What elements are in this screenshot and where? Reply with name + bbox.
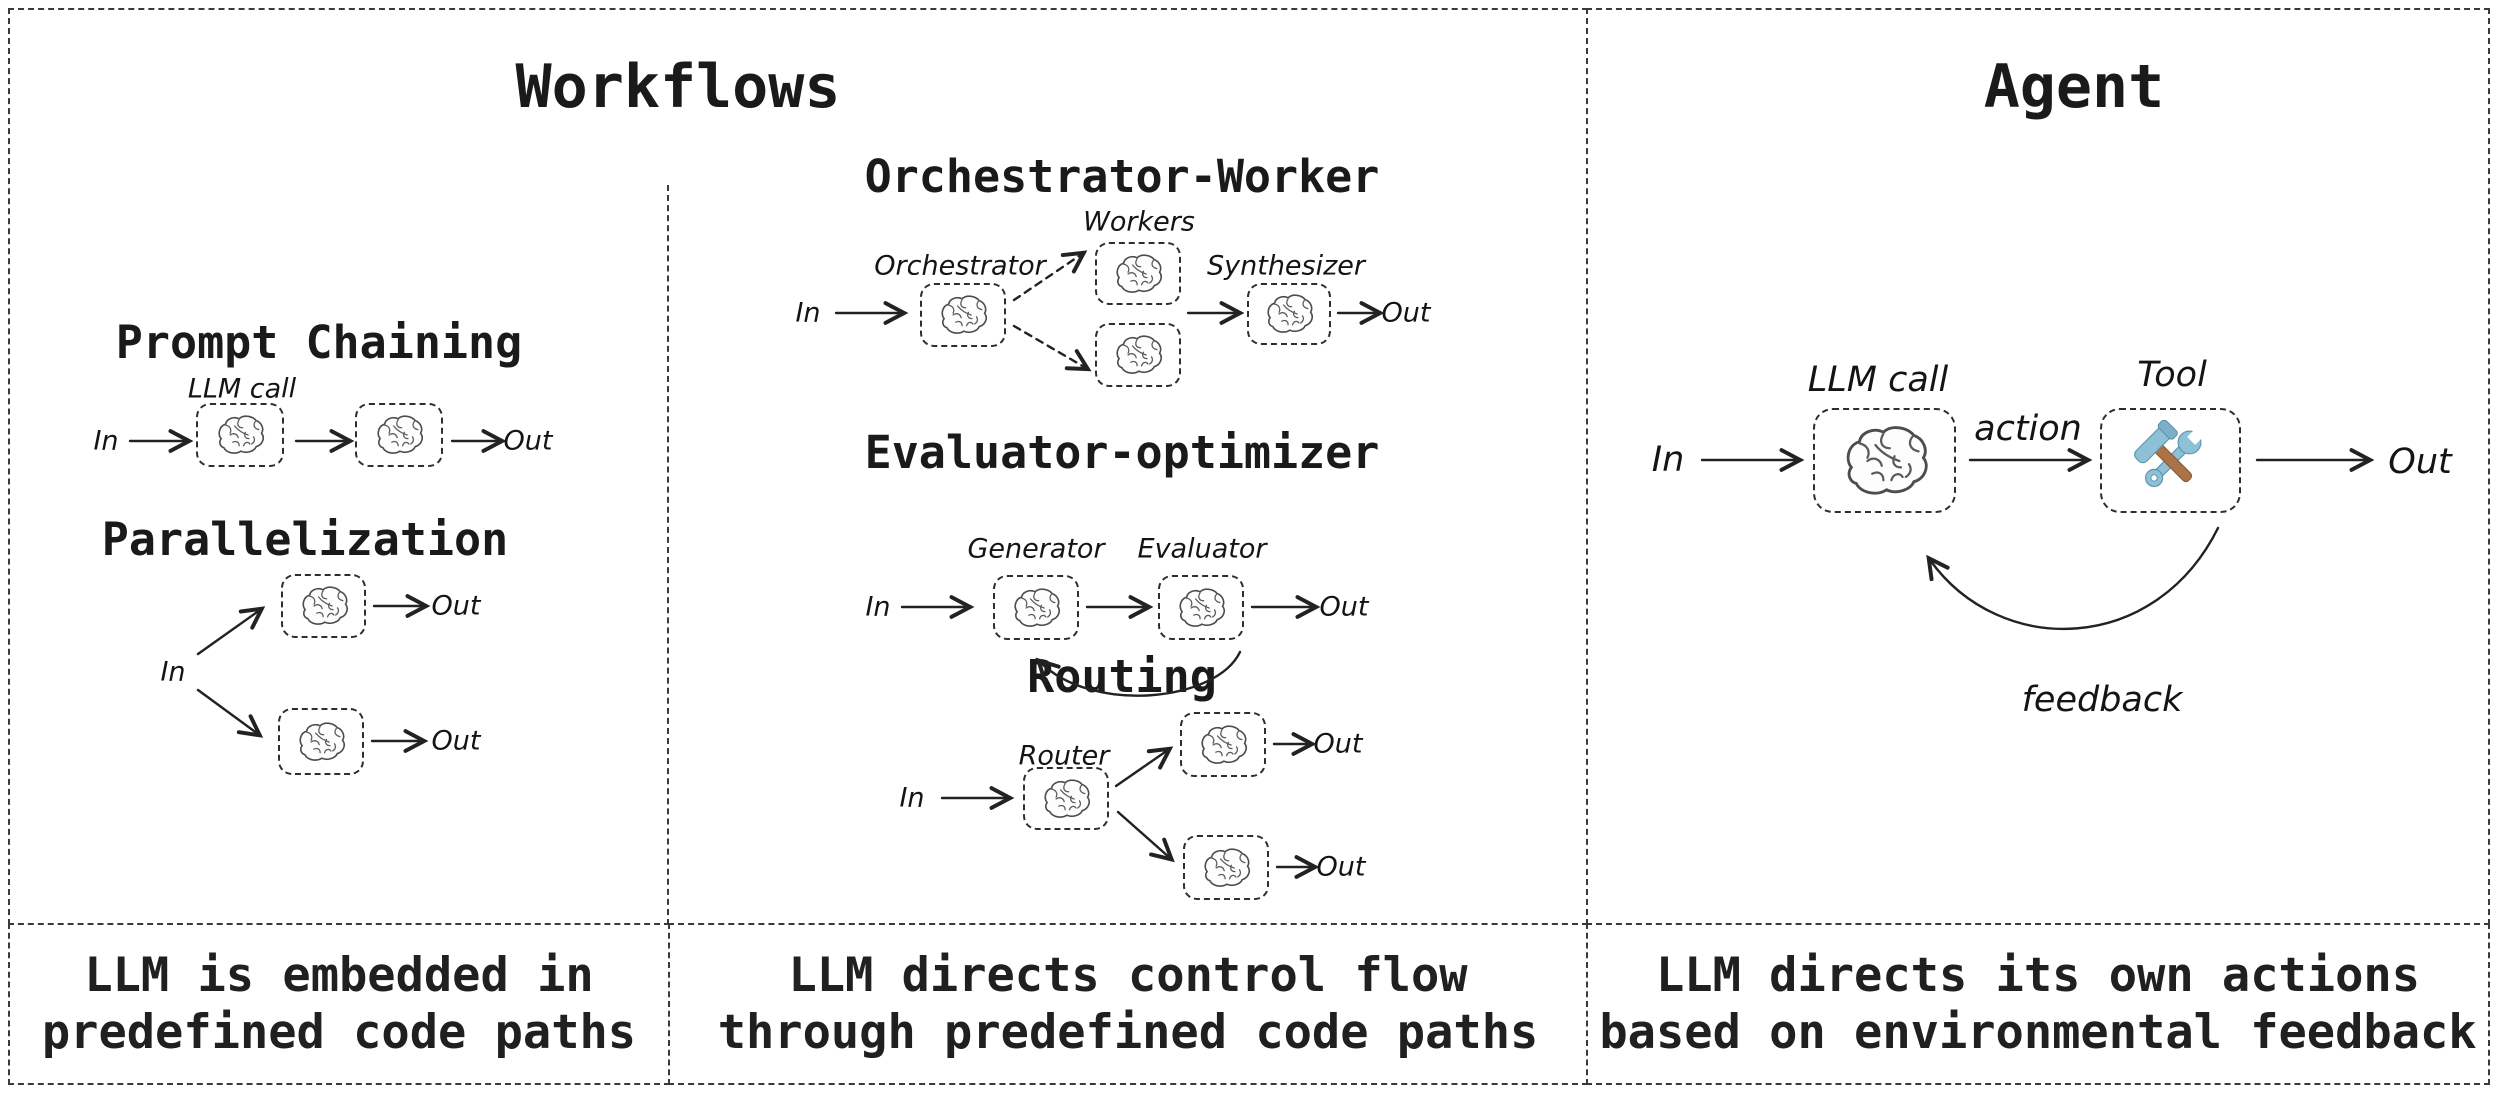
router-label: Router	[1018, 740, 1110, 772]
orchestrator-box	[920, 283, 1006, 347]
route-target-box	[1183, 835, 1269, 900]
out-label: Out	[1313, 728, 1363, 760]
brain-icon	[1204, 847, 1251, 887]
out-label: Out	[1319, 591, 1369, 623]
workers-label: Workers	[1083, 206, 1195, 238]
brain-icon	[1267, 294, 1314, 333]
generator-label: Generator	[967, 533, 1105, 565]
agent-llm-call-box	[1813, 408, 1956, 513]
llm-call-label: LLM call	[187, 373, 297, 405]
evaluator-optimizer-heading: Evaluator-optimizer	[864, 426, 1380, 479]
llm-call-box	[281, 574, 366, 638]
caption-text: through predefined code paths	[717, 1005, 1539, 1060]
hammer-wrench-icon	[2129, 419, 2209, 496]
evaluator-box	[1158, 575, 1244, 640]
parallelization-heading: Parallelization	[101, 513, 509, 566]
out-label: Out	[431, 590, 481, 622]
out-label: Out	[1316, 851, 1366, 883]
brain-icon	[1201, 724, 1248, 764]
caption-text: LLM directs control flow	[788, 948, 1468, 1003]
out-label: Out	[503, 425, 553, 457]
caption-text: predefined code paths	[41, 1005, 637, 1060]
brain-icon	[1044, 778, 1091, 818]
llm-call-box	[278, 708, 364, 775]
brain-icon	[218, 415, 265, 454]
caption-text: based on environmental feedback	[1599, 1005, 2477, 1060]
brain-icon	[941, 295, 988, 334]
in-label: In	[795, 297, 821, 329]
routing-heading: Routing	[1027, 650, 1217, 703]
brain-icon	[1846, 425, 1928, 495]
synthesizer-box	[1247, 283, 1331, 345]
agent-panel	[1586, 8, 2490, 925]
brain-icon	[301, 586, 348, 625]
worker-box	[1095, 323, 1181, 387]
worker-box	[1095, 242, 1181, 305]
llm-call-box	[196, 403, 284, 467]
synthesizer-label: Synthesizer	[1207, 250, 1365, 282]
brain-icon	[1116, 335, 1163, 374]
caption-workflows-left: LLM is embedded in predefined code paths	[8, 923, 670, 1085]
in-label: In	[1651, 440, 1685, 480]
evaluator-label: Evaluator	[1137, 533, 1267, 565]
route-target-box	[1180, 712, 1266, 777]
brain-icon	[1014, 587, 1061, 627]
brain-icon	[1116, 253, 1163, 293]
workflows-title: Workflows	[515, 52, 841, 122]
caption-agent: LLM directs its own actions based on env…	[1586, 923, 2490, 1085]
in-label: In	[160, 656, 186, 688]
action-label: action	[1974, 409, 2082, 449]
prompt-chaining-heading: Prompt Chaining	[115, 316, 523, 369]
orchestrator-label: Orchestrator	[874, 250, 1046, 282]
in-label: In	[865, 591, 891, 623]
router-box	[1023, 767, 1109, 830]
workflows-column-divider	[667, 185, 669, 925]
orchestrator-worker-heading: Orchestrator-Worker	[864, 150, 1380, 203]
caption-text: LLM directs its own actions	[1655, 948, 2420, 1003]
llm-call-label: LLM call	[1807, 360, 1949, 400]
out-label: Out	[431, 725, 481, 757]
brain-icon	[299, 721, 346, 761]
tool-label: Tool	[2137, 355, 2207, 395]
agent-tool-box	[2100, 408, 2241, 513]
feedback-label: feedback	[2021, 680, 2183, 720]
caption-text: LLM is embedded in	[84, 948, 594, 1003]
brain-icon	[377, 415, 424, 454]
llm-call-box	[355, 403, 443, 467]
in-label: In	[93, 425, 119, 457]
caption-workflows-middle: LLM directs control flow through predefi…	[668, 923, 1588, 1085]
generator-box	[993, 575, 1079, 640]
brain-icon	[1179, 587, 1226, 627]
out-label: Out	[1381, 297, 1431, 329]
in-label: In	[899, 782, 925, 814]
agent-title: Agent	[1983, 52, 2165, 122]
out-label: Out	[2388, 442, 2452, 482]
